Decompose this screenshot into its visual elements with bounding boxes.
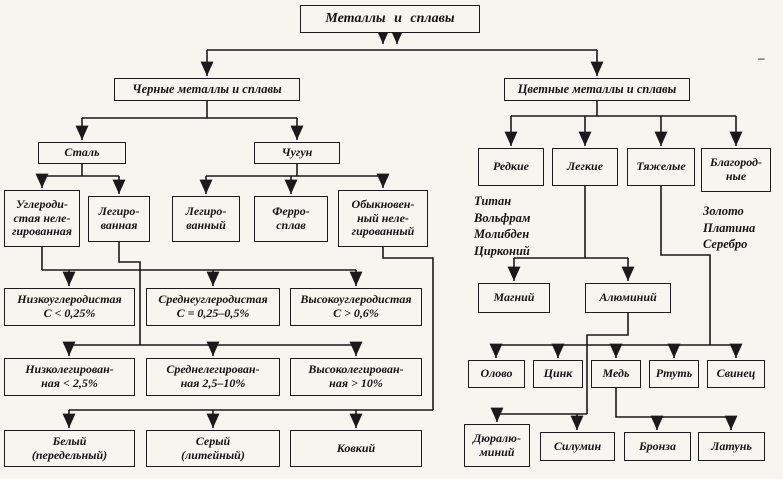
node-high-carbon-steel: Высокоуглеродистая С > 0,6% (290, 288, 422, 326)
node-grey-cast-iron: Серый (литейный) (146, 430, 280, 467)
node-rare-metals: Редкие (478, 148, 544, 186)
node-magnesium: Магний (478, 283, 550, 313)
node-copper: Медь (591, 360, 641, 388)
node-lead: Свинец (707, 360, 765, 388)
node-ferrous-metals: Черные металлы и сплавы (114, 78, 300, 101)
connector-arrows (35, 29, 743, 430)
page-corner-mark: – (758, 50, 765, 65)
node-silumin: Силумин (540, 432, 615, 461)
node-metals-and-alloys: Металлы и сплавы (300, 5, 480, 33)
node-aluminum: Алюминий (585, 283, 671, 313)
node-heavy-metals: Тяжелые (627, 148, 695, 186)
node-nonferrous-metals: Цветные металлы и сплавы (504, 78, 690, 101)
node-alloyed-steel: Легиро- ванная (88, 196, 150, 242)
node-zinc: Цинк (533, 360, 583, 388)
node-malleable-cast-iron: Ковкий (290, 430, 422, 467)
rare-metals-list: Титан Вольфрам Молибден Цирконий (474, 194, 531, 258)
node-mercury: Ртуть (649, 360, 699, 388)
node-high-alloy-steel: Высоколегирован- ная > 10% (290, 358, 422, 396)
node-ordinary-unalloyed-iron: Обыкновен- ный неле- гированный (338, 190, 428, 247)
node-white-cast-iron: Белый (передельный) (4, 430, 135, 467)
node-carbon-unalloyed-steel: Углероди- стая неле- гированная (4, 190, 80, 247)
node-brass: Латунь (698, 432, 765, 461)
node-medium-carbon-steel: Среднеуглеродистая С = 0,25–0,5% (146, 288, 280, 326)
node-steel: Сталь (38, 142, 126, 164)
node-duralumin: Дюралю- миний (464, 424, 530, 467)
node-low-alloy-steel: Низколегирован- ная < 2,5% (4, 358, 135, 396)
node-light-metals: Легкие (552, 148, 618, 186)
node-ferroalloy: Ферро- сплав (254, 196, 328, 242)
connector-skeleton (41, 49, 736, 418)
node-medium-alloy-steel: Среднелегирован- ная 2,5–10% (146, 358, 280, 396)
node-bronze: Бронза (624, 432, 691, 461)
node-alloyed-iron: Легиро- ванный (172, 196, 240, 242)
node-low-carbon-steel: Низкоуглеродистая С < 0,25% (4, 288, 135, 326)
node-noble-metals: Благород- ные (701, 148, 771, 192)
node-cast-iron: Чугун (254, 142, 340, 164)
node-tin: Олово (468, 360, 525, 388)
noble-metals-list: Золото Платина Серебро (703, 204, 756, 251)
